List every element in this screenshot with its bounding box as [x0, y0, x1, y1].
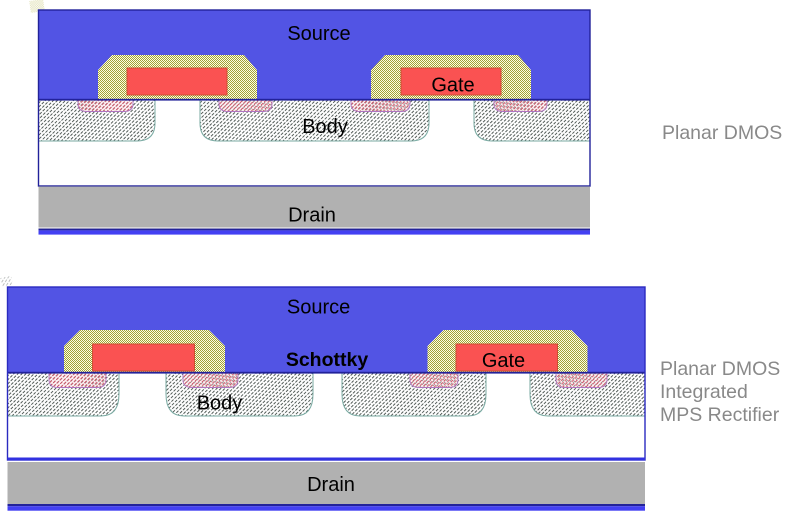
svg-text:Planar DMOS: Planar DMOS [662, 122, 782, 144]
svg-text:Schottky: Schottky [286, 349, 369, 371]
svg-text:Gate: Gate [482, 350, 525, 372]
svg-text:Gate: Gate [431, 75, 474, 97]
svg-text:Body: Body [302, 116, 348, 138]
svg-text:Integrated: Integrated [660, 381, 748, 403]
svg-text:Source: Source [287, 297, 350, 319]
svg-text:Planar DMOS: Planar DMOS [660, 358, 780, 380]
svg-text:Source: Source [287, 23, 350, 45]
svg-text:Body: Body [197, 393, 243, 415]
svg-text:Drain: Drain [288, 205, 336, 227]
svg-text:MPS Rectifier: MPS Rectifier [660, 404, 780, 426]
svg-text:Drain: Drain [307, 474, 355, 496]
